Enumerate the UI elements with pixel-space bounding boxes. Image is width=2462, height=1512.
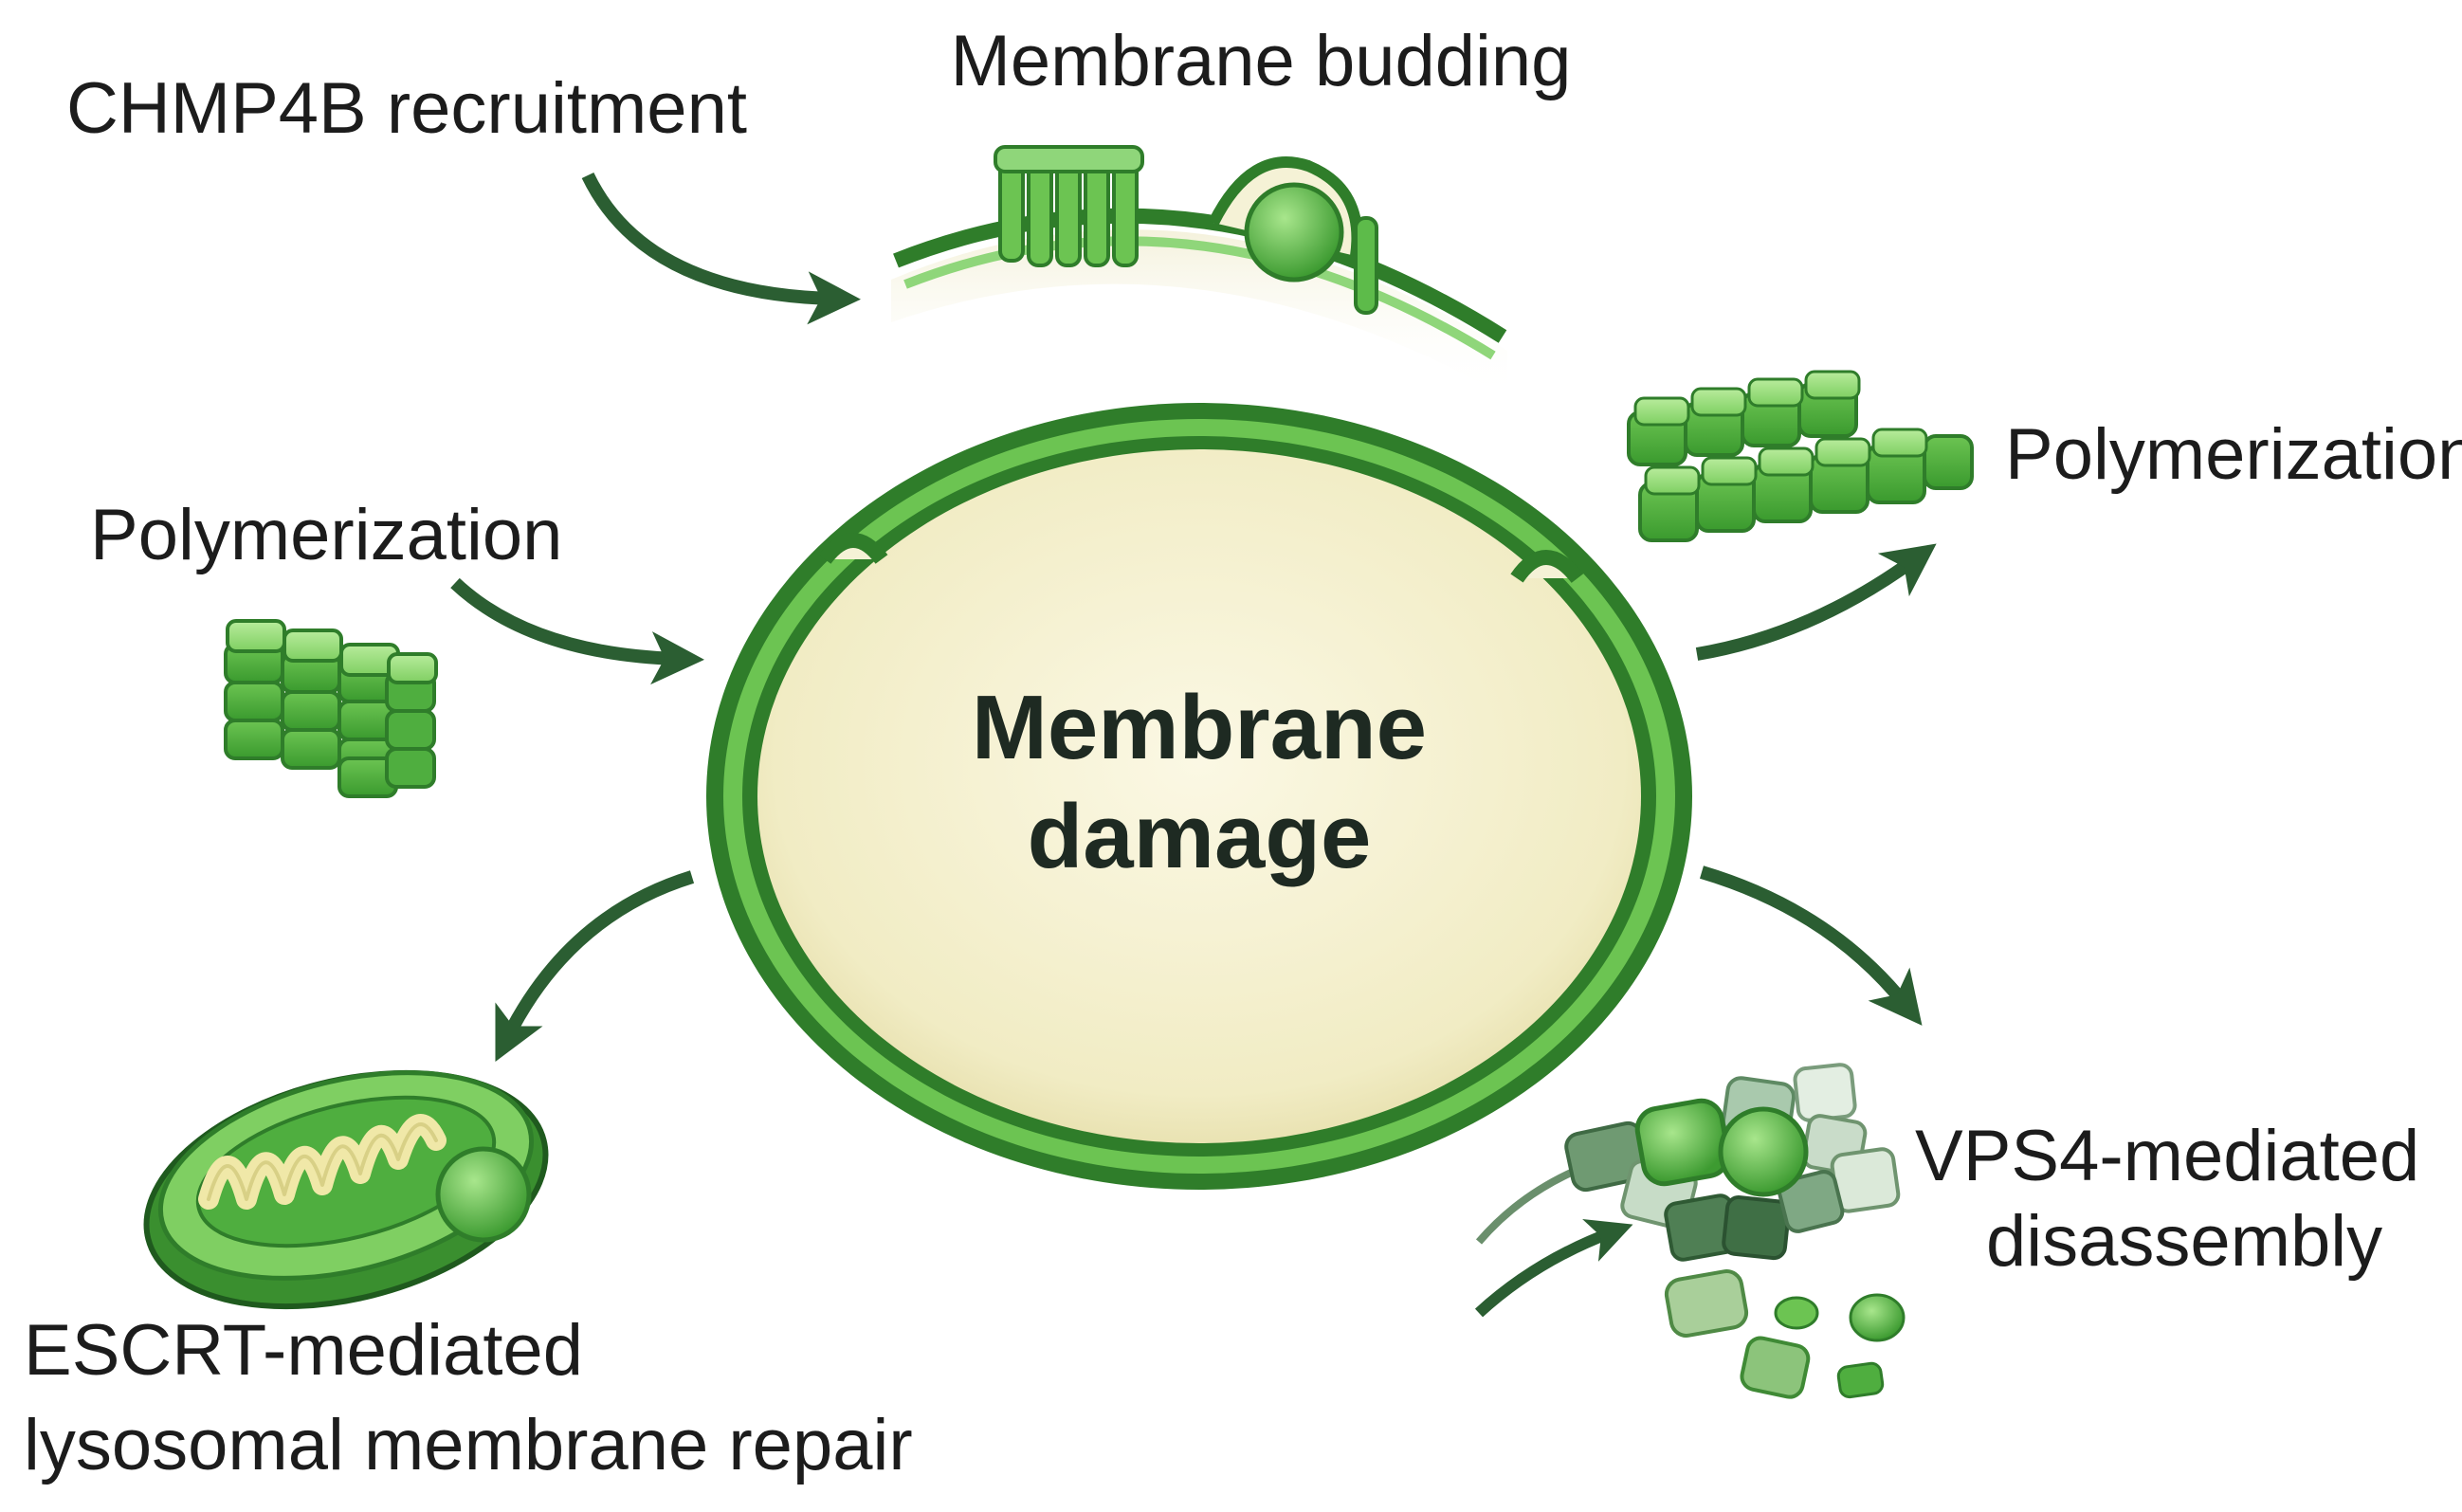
label-polymerization-right: Polymerization	[2005, 414, 2462, 495]
label-polymerization-left: Polymerization	[90, 495, 562, 575]
budding-membrane-icon	[891, 145, 1507, 398]
protein-rows-icon	[1627, 370, 1974, 542]
curved-arrow-icon	[1700, 865, 1923, 1026]
curved-arrow-icon	[495, 870, 695, 1063]
label-escrt-line1: ESCRT-mediated	[24, 1310, 583, 1391]
disassembly-fragments-icon	[1474, 1063, 1906, 1399]
curved-arrow-icon	[581, 172, 861, 325]
mitochondrion-icon	[143, 1069, 549, 1310]
polymer-block-icon	[224, 619, 438, 798]
label-membrane-budding: Membrane budding	[951, 21, 1572, 101]
membrane-vesicle-icon	[706, 403, 1692, 1190]
label-chmp4b-recruitment: CHMP4B recruitment	[66, 68, 747, 149]
label-vps4-line1: VPS4-mediated	[1915, 1116, 2419, 1196]
curved-arrow-icon	[450, 577, 704, 685]
curved-arrow-icon	[1695, 543, 1937, 661]
label-escrt-line2: lysosomal membrane repair	[24, 1405, 913, 1485]
label-vps4-line2: disassembly	[1986, 1201, 2382, 1282]
center-title-line2: damage	[1028, 786, 1372, 887]
center-title-line1: Membrane	[972, 677, 1427, 778]
